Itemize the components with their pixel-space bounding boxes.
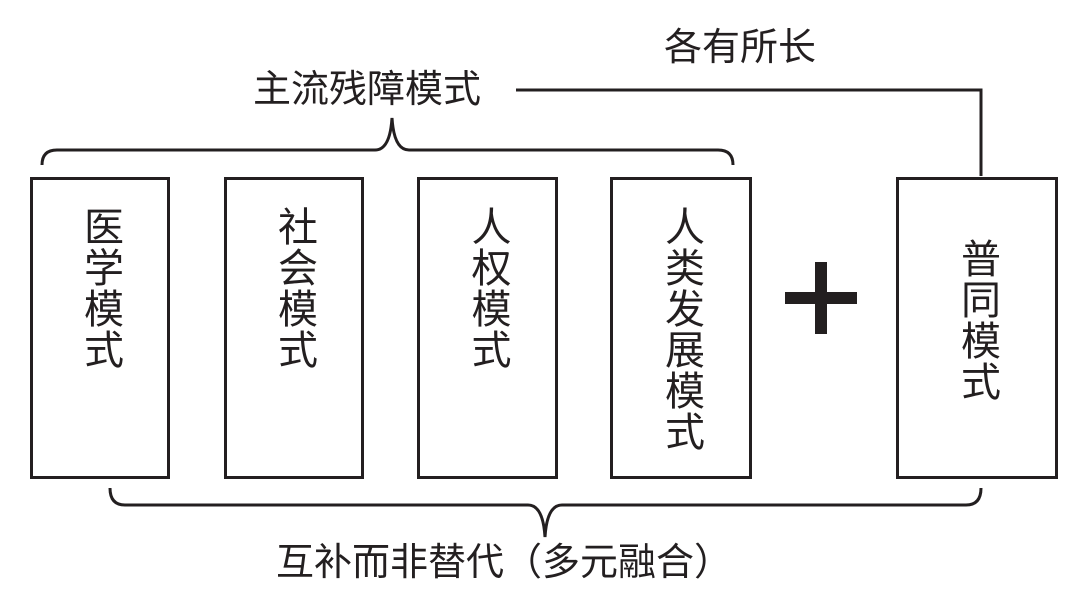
- mainstream-label: 主流残障模式: [253, 67, 482, 111]
- box-medical-model-text: 医学模式: [77, 206, 123, 370]
- box-human-rights-model: 人权模式: [417, 177, 558, 479]
- box-universal-model: 普同模式: [896, 177, 1058, 479]
- box-social-model: 社会模式: [224, 177, 364, 479]
- box-medical-model: 医学模式: [30, 177, 170, 479]
- bottom-label: 互补而非替代（多元融合）: [276, 540, 733, 584]
- top-brace: [40, 117, 735, 166]
- box-social-model-text: 社会模式: [271, 206, 317, 370]
- plus-symbol: [785, 262, 857, 334]
- box-human-development-model: 人类发展模式: [610, 177, 752, 479]
- top-right-label: 各有所长: [664, 25, 817, 69]
- box-human-development-model-text: 人类发展模式: [658, 206, 704, 452]
- box-universal-model-text: 普同模式: [954, 238, 1000, 402]
- connector-line: [516, 88, 983, 176]
- box-human-rights-model-text: 人权模式: [464, 206, 511, 370]
- bottom-brace: [108, 487, 983, 538]
